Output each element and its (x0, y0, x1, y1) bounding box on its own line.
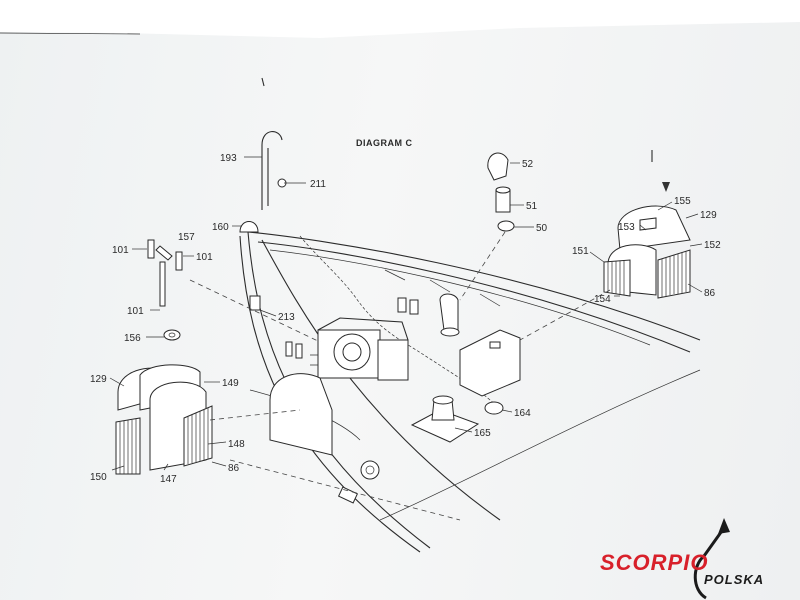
label-211: 211 (310, 179, 326, 190)
label-129-left: 129 (90, 374, 107, 385)
label-147: 147 (160, 474, 177, 485)
label-86-right: 86 (704, 288, 716, 299)
arrow-markers (261, 77, 670, 192)
label-213: 213 (278, 312, 295, 323)
label-52: 52 (522, 159, 534, 170)
label-152: 152 (704, 240, 721, 251)
label-101-a: 101 (112, 245, 129, 256)
label-154: 154 (594, 294, 611, 305)
leader-lines (109, 156, 703, 471)
hatch-exploded-left (115, 364, 213, 475)
assembly-lines (189, 231, 611, 521)
label-151: 151 (572, 246, 589, 257)
part-labels: 193 211 160 157 101 101 101 156 213 129 … (90, 153, 721, 485)
paper-fold-line (0, 32, 141, 35)
mast-step (410, 395, 480, 443)
hatch-exploded-right (603, 205, 691, 299)
label-86-left: 86 (228, 463, 240, 474)
label-156: 156 (124, 333, 141, 344)
label-150: 150 (90, 472, 107, 483)
label-50: 50 (536, 223, 548, 234)
part-51-vent-tube (495, 186, 511, 213)
label-165: 165 (474, 428, 491, 439)
windlass (310, 317, 409, 381)
label-193: 193 (220, 153, 237, 164)
label-153: 129 (700, 210, 717, 221)
part-157-101-pins (147, 239, 183, 307)
fairlead (484, 401, 504, 415)
part-213 (249, 295, 261, 311)
label-149: 149 (222, 378, 239, 389)
scorpio-polska-logo: SCORPIO POLSKA (588, 512, 800, 600)
part-156-washer (163, 329, 181, 341)
bitts (285, 297, 419, 359)
part-160 (239, 221, 259, 233)
part-193-handrail (261, 131, 287, 210)
label-155: 155 (674, 196, 691, 207)
deck-fittings (337, 460, 380, 504)
logo-wordmark: SCORPIO (600, 550, 709, 575)
deck-hatch-right (459, 329, 521, 397)
diagram-title: DIAGRAM C (356, 138, 413, 148)
label-164: 164 (514, 408, 531, 419)
label-51: 51 (526, 201, 538, 212)
part-52-vent-cowl (487, 152, 509, 181)
deck-ventilator (439, 293, 460, 337)
paper-edge (0, 0, 800, 38)
scorpion-tail-icon (693, 518, 730, 600)
label-160: 160 (212, 222, 229, 233)
deck-hatch-left (269, 373, 333, 456)
part-50-vent-ring (497, 220, 515, 232)
logo-subtitle: POLSKA (704, 572, 765, 587)
label-157: 157 (178, 232, 195, 243)
label-129-right: 153 (618, 222, 635, 233)
label-101-b: 101 (196, 252, 213, 263)
label-101-c: 101 (127, 306, 144, 317)
label-148: 148 (228, 439, 245, 450)
